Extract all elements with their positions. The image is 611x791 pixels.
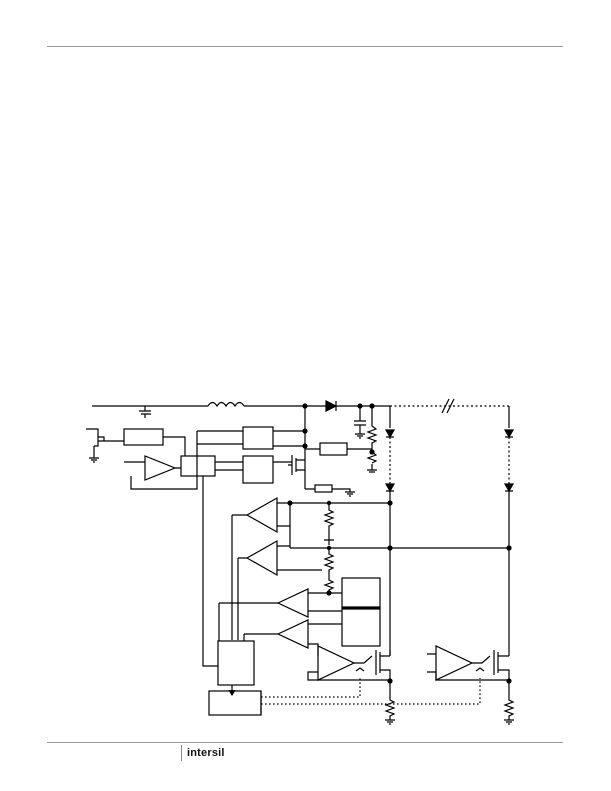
led-2-top [503,429,515,439]
led-1-top [384,429,396,439]
comparator-1 [245,496,278,534]
inductor [207,401,245,408]
intersil-logo: intersil [187,747,225,759]
current-sink-amp-1 [317,645,356,681]
pwm-logic-block [180,455,216,477]
led-2-bottom [503,483,515,493]
schottky-diode [325,400,338,412]
reference-block [123,428,164,446]
logic-feedback-rail [202,476,218,667]
comparator-2 [245,539,278,577]
output-divider-resistor [366,406,378,464]
gate-driver-block [242,455,274,484]
threshold-block-upper [341,577,381,609]
comparator-4 [276,619,309,649]
state-machine-block [217,640,255,686]
current-sink-amp-2 [435,645,474,681]
pwm-control-line-2 [261,678,481,705]
output-capacitor [354,406,366,439]
sink-mosfet-2 [493,650,510,681]
led-1-bottom [384,483,396,493]
input-capacitor [139,406,151,418]
power-mosfet [288,455,306,476]
footer-rule [47,742,563,743]
gate-resistor [314,484,333,493]
sink-mosfet-1 [375,650,391,681]
status-block [208,690,262,716]
sense-resistor [319,442,348,456]
threshold-block-lower [341,607,381,647]
divider-resistor-top [323,503,335,535]
footer-divider [181,745,182,761]
break-mark [441,398,455,414]
divider-resistor-mid [324,535,334,545]
error-amp [144,455,177,481]
comparator-3 [276,588,309,618]
pwm-control-line-1 [261,678,361,698]
enable-pin-connector [86,428,124,447]
header-rule [47,46,563,47]
current-sense-block [242,426,274,450]
